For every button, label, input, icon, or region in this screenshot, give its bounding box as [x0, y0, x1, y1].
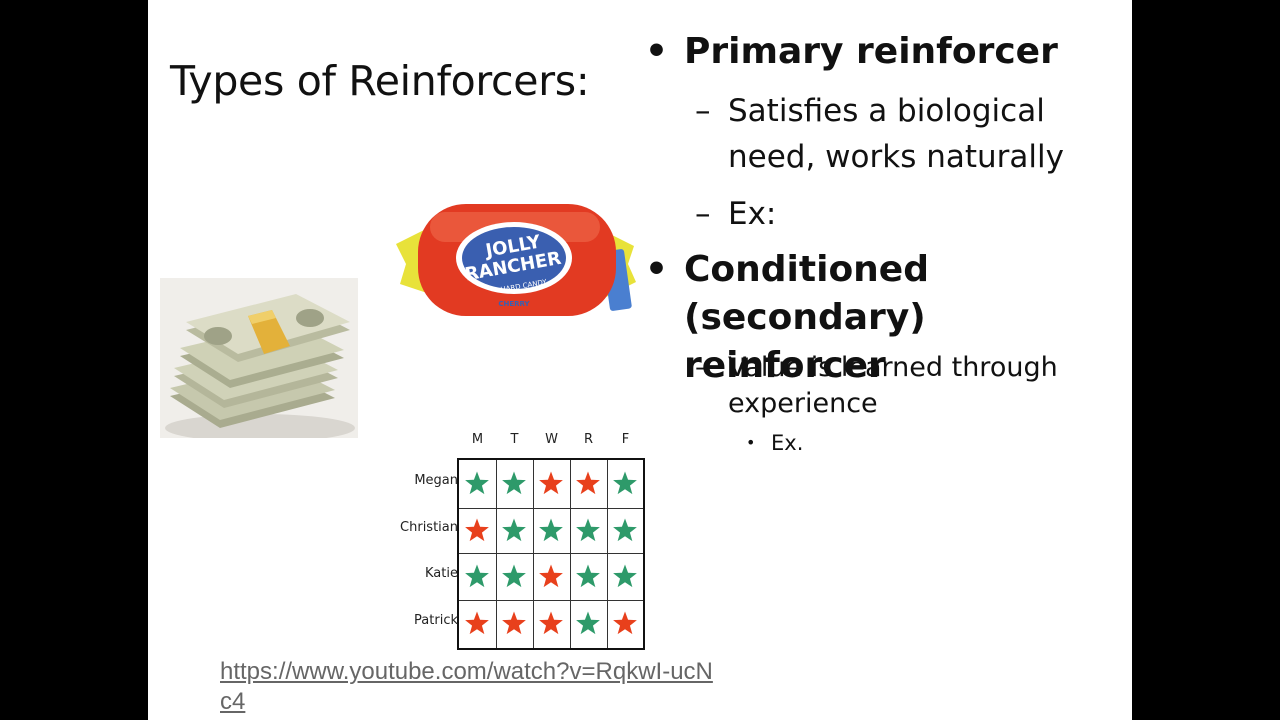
day-label: T: [510, 432, 519, 447]
grid-column-line: [570, 460, 571, 648]
star-shape: [464, 564, 489, 587]
star-shape: [464, 611, 489, 635]
star-shape: [575, 611, 600, 635]
star-shape: [501, 611, 526, 635]
student-name-label: Christian: [400, 519, 458, 535]
dash-icon: –: [695, 352, 709, 383]
star-shape: [464, 471, 489, 495]
sub-bullet-biological-text: Satisfies a biological need, works natur…: [728, 93, 1064, 175]
green-star-icon: [612, 518, 637, 541]
star-shape: [612, 564, 637, 587]
green-star-icon: [575, 564, 600, 587]
jolly-rancher-candy-image: JOLLY RANCHER HARD CANDY CHERRY: [396, 204, 636, 316]
green-star-icon: [612, 564, 637, 587]
green-star-icon: [464, 471, 489, 495]
day-label: M: [471, 432, 484, 447]
day-label: F: [621, 432, 630, 447]
star-shape: [501, 471, 526, 495]
star-shape: [575, 518, 600, 541]
dash-icon: –: [695, 196, 711, 232]
bill-stack-lower: [170, 322, 344, 428]
bullet-dot-icon: •: [645, 31, 669, 72]
grid-row-line: [459, 508, 643, 509]
star-shape: [538, 518, 563, 541]
bill-stack-top: [186, 294, 350, 362]
dash-icon: –: [695, 93, 711, 129]
red-star-icon: [612, 611, 637, 635]
green-star-icon: [612, 471, 637, 495]
green-star-icon: [575, 518, 600, 541]
youtube-link[interactable]: https://www.youtube.com/watch?v=RqkwI-uc…: [220, 658, 713, 715]
student-name-label: Patrick: [414, 613, 458, 628]
grid-row-line: [459, 553, 643, 554]
grid-column-line: [607, 460, 608, 648]
bullet-conditioned-label: Conditioned (secondary) reinforcer: [684, 249, 929, 386]
green-star-icon: [464, 564, 489, 587]
candy-flavor: CHERRY: [498, 300, 530, 308]
green-star-icon: [501, 564, 526, 587]
green-star-icon: [501, 471, 526, 495]
slide-title: Types of Reinforcers:: [170, 57, 590, 105]
star-shape: [575, 471, 600, 495]
star-shape: [501, 564, 526, 587]
grid-column-line: [496, 460, 497, 648]
green-star-icon: [575, 611, 600, 635]
star-shape: [612, 611, 637, 635]
sub-sub-bullet-ex-text: Ex.: [771, 431, 804, 455]
green-star-icon: [501, 518, 526, 541]
sub-bullet-learned-text: Value is learned through experience: [728, 352, 1058, 419]
student-name-label: Katie: [425, 565, 458, 581]
star-shape: [538, 611, 563, 635]
red-star-icon: [464, 518, 489, 541]
star-shape: [538, 564, 563, 587]
day-label: R: [583, 432, 594, 447]
grid-column-line: [533, 460, 534, 648]
star-shape: [538, 471, 563, 495]
red-star-icon: [538, 471, 563, 495]
sub-bullet-ex-primary-text: Ex:: [728, 196, 777, 232]
bullet-dot-icon: •: [645, 249, 669, 290]
star-shape: [575, 564, 600, 587]
star-chart-grid: [457, 458, 645, 650]
red-star-icon: [501, 611, 526, 635]
star-shape: [501, 518, 526, 541]
bullet-primary-label: Primary reinforcer: [684, 31, 1058, 72]
student-name-label: Megan: [414, 473, 458, 488]
slide: Types of Reinforcers: • Primary reinforc…: [148, 0, 1132, 720]
red-star-icon: [575, 471, 600, 495]
red-star-icon: [464, 611, 489, 635]
money-stack-image: [160, 278, 358, 438]
grid-row-line: [459, 600, 643, 601]
star-shape: [612, 471, 637, 495]
star-shape: [612, 518, 637, 541]
bullet-dot-icon: •: [746, 433, 756, 452]
red-star-icon: [538, 611, 563, 635]
star-shape: [464, 518, 489, 541]
green-star-icon: [538, 518, 563, 541]
red-star-icon: [538, 564, 563, 587]
day-label: W: [545, 432, 558, 447]
